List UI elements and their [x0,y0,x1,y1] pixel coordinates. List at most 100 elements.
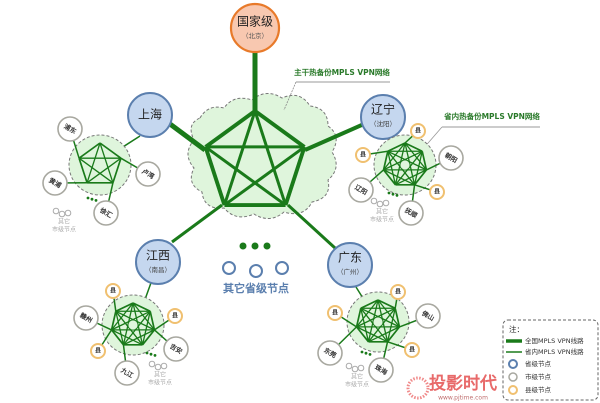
mesh-link [141,311,151,345]
trunk-line-liaoning [304,122,365,152]
county-node[interactable]: 县 [404,342,420,358]
ellipsis-dot [94,199,98,202]
other-cities-label: 市级节点 [370,216,394,224]
city-node[interactable]: 赣州 [73,305,99,331]
mesh-link [86,157,122,184]
trunk-line-guangdong [286,203,337,250]
legend-item: 省级节点 [525,359,552,368]
mesh-center [372,316,384,328]
city-node[interactable]: 九江 [114,360,140,386]
node-label: 县 [434,188,440,196]
node-label: 县 [172,312,178,320]
legend-item: 县级节点 [525,385,552,394]
province-city: （沈阳） [370,119,396,128]
province-city: （南昌） [145,265,171,274]
ellipsis-dot [395,194,399,197]
node-label: 县 [395,288,401,296]
national-node[interactable]: 国家级 （北京） [229,2,281,54]
mesh-link [110,311,117,331]
county-node[interactable]: 县 [90,343,106,359]
ellipsis-dot [360,350,364,354]
mesh-link [383,142,406,171]
national-city: （北京） [242,31,268,40]
province-name: 辽宁 [371,102,395,117]
county-node[interactable]: 县 [429,184,445,200]
mesh-link [360,299,379,310]
mesh-link [356,299,379,328]
mesh-link [203,146,227,206]
city-node[interactable]: 辽阳 [348,177,374,203]
legend-item: 市级节点 [525,372,552,381]
city-node[interactable]: 东莞 [317,340,343,366]
province-node-shanghai[interactable]: 上海 [127,92,173,138]
mesh-center [399,159,411,171]
mesh-link [382,151,389,171]
mesh-link [112,157,122,184]
county-node[interactable]: 县 [390,284,406,300]
mesh-link [386,326,401,343]
ellipsis-dot [153,354,157,357]
province-node-guangdong[interactable]: 广东 （广州） [327,242,373,288]
county-node[interactable]: 县 [410,123,426,139]
county-node[interactable]: 县 [167,308,183,324]
node-label: 县 [409,346,415,354]
city-node[interactable]: 徐汇 [93,200,119,226]
other-cities-label: 其它 [351,373,363,381]
city-node[interactable]: 朝阳 [438,145,464,171]
other-cities-label: 其它 [58,218,70,226]
mesh-link [149,311,156,331]
province-city: （广州） [337,267,363,276]
province-node-jiangxi[interactable]: 江西 （南昌） [135,239,181,285]
legend: 注： 全国MPLS VPN线路 省内MPLS VPN线路 省级节点 市级节点 县… [502,319,599,401]
trunk-line-jiangxi [171,203,223,244]
mesh-link [115,311,125,345]
province-node-liaoning[interactable]: 辽宁 （沈阳） [360,94,406,140]
mesh-link [99,142,114,183]
clusters: 浦东卢湾黄浦徐汇其它市级节点县县朝阳县辽阳抚顺其它市级节点县赣州县县吉安九江其它… [42,116,464,389]
mesh-link [111,329,143,346]
mesh-link [404,142,423,153]
mesh-link [421,151,428,171]
watermark-text: 投影时代 [429,373,497,394]
mesh-link [132,302,151,313]
city-node[interactable]: 吉安 [163,336,189,362]
other-provinces: 其它省级节点 [222,242,289,295]
mesh-link [204,109,257,149]
other-cities-label: 其它 [376,208,388,216]
city-node[interactable]: 卢湾 [135,161,161,187]
city-node[interactable]: 佛山 [415,303,441,329]
mesh-link [356,326,388,343]
county-node[interactable]: 县 [355,147,371,163]
mesh-link [204,145,287,207]
city-node[interactable]: 珠海 [368,357,394,383]
backbone-label: 主干热备份MPLS VPN网络 [294,67,390,77]
ellipsis-dot [90,197,94,201]
node-label: 县 [95,347,101,355]
city-node[interactable]: 黄浦 [42,170,68,196]
other-cities-label: 其它 [154,371,166,379]
other-provinces-label: 其它省级节点 [223,281,289,295]
mesh-link [115,302,134,313]
ellipsis-dot [149,352,153,356]
county-node[interactable]: 县 [105,283,121,299]
provincial-label: 省内热备份MPLS VPN网络 [443,111,540,121]
mesh-link [78,157,88,184]
cluster-mesh [78,142,122,184]
provincial-callout: 省内热备份MPLS VPN网络 [421,111,540,151]
mesh-link [111,302,134,331]
node-label: 县 [415,127,421,135]
ellipsis-dot [364,351,368,355]
mesh-link [413,151,423,185]
city-node[interactable]: 浦东 [57,116,83,142]
cluster-cloud [68,134,132,196]
province-name: 广东 [338,251,362,265]
legend-title: 注： [509,324,524,334]
county-node[interactable]: 县 [327,305,343,321]
city-node[interactable]: 抚顺 [398,200,424,226]
cluster-mesh [110,302,156,346]
